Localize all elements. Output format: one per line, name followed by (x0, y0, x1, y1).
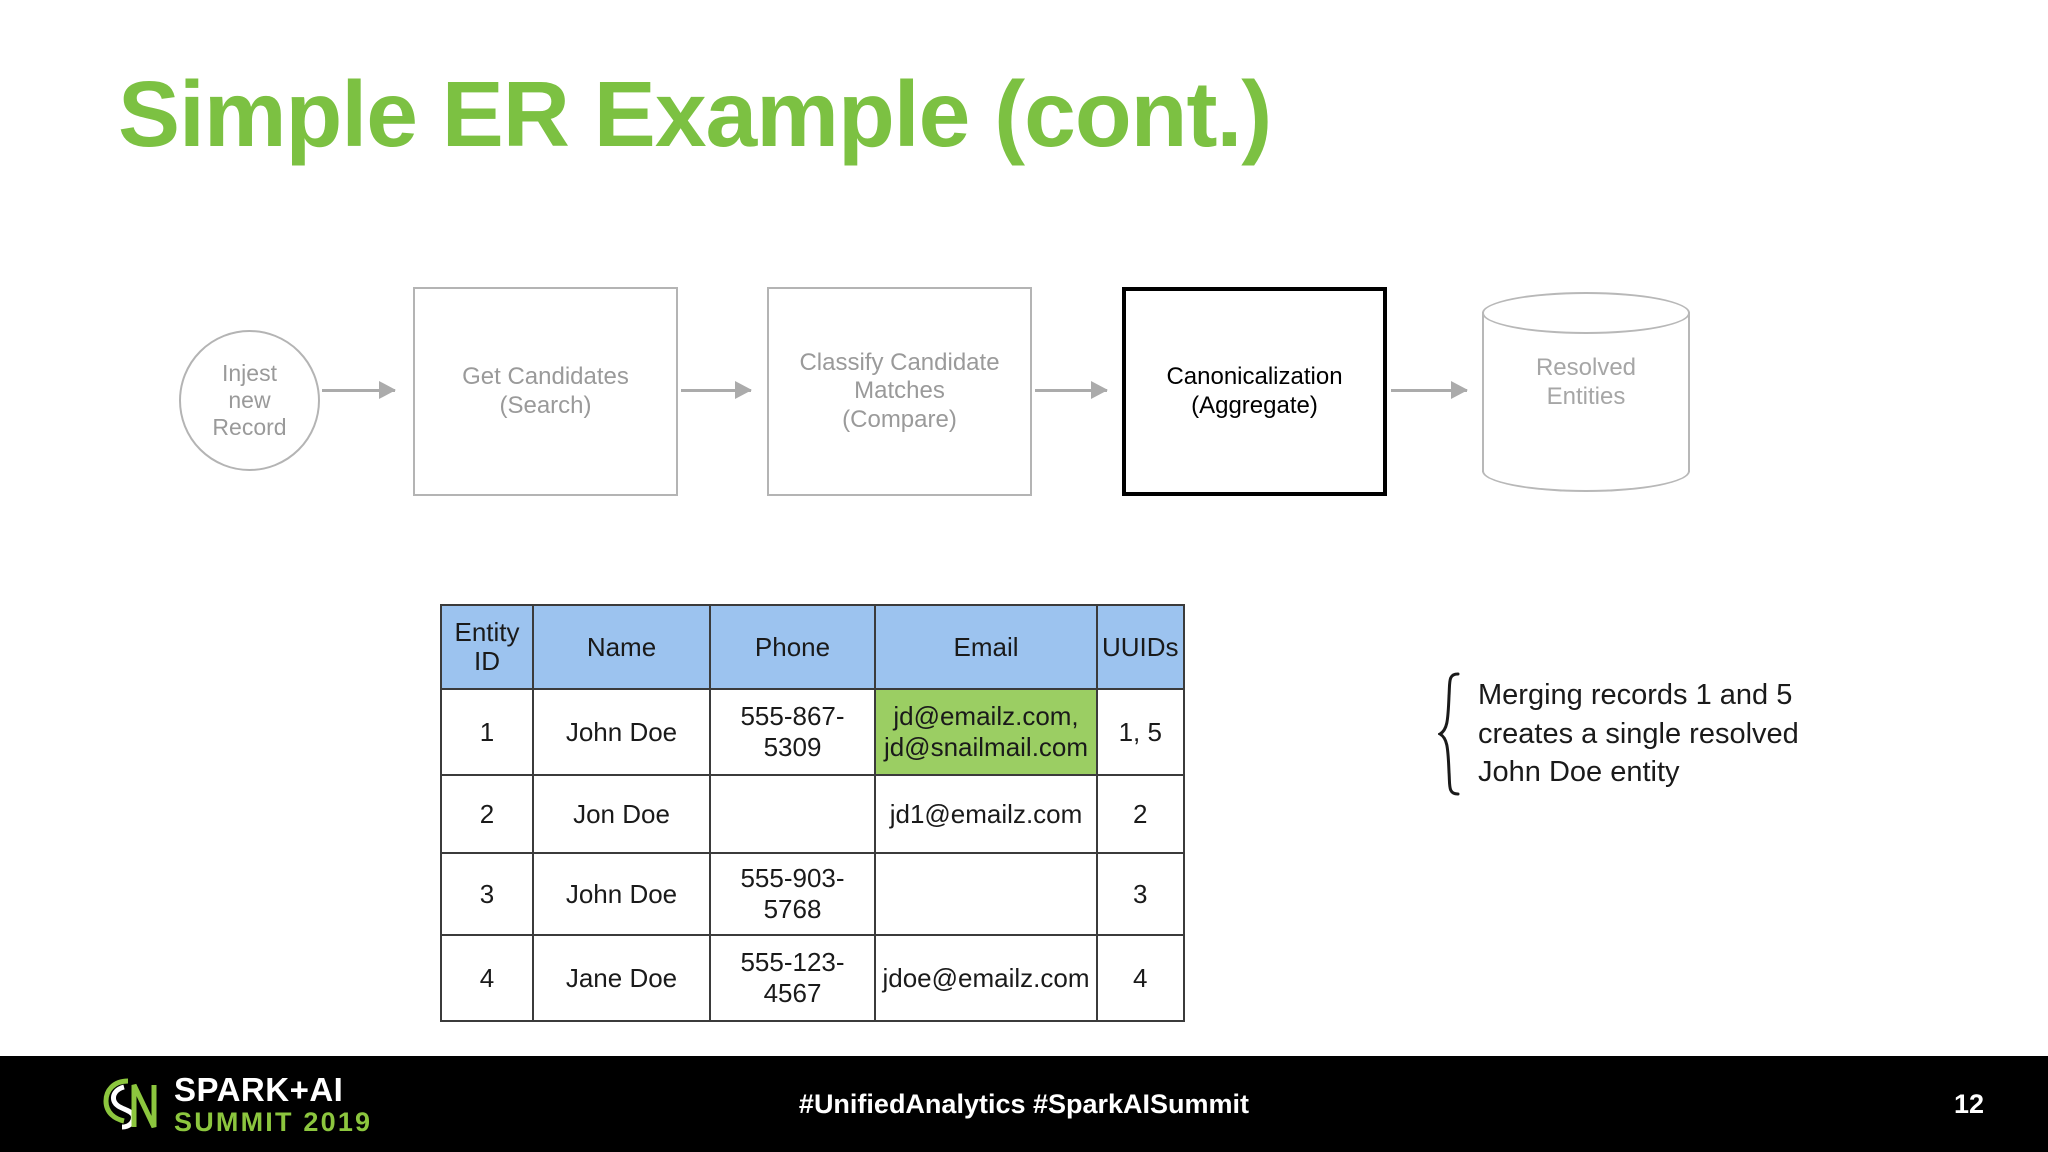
curly-brace-icon (1438, 672, 1460, 796)
column-header-phone: Phone (709, 604, 876, 690)
cell-uuids: 1, 5 (1096, 688, 1185, 776)
column-header-name: Name (532, 604, 711, 690)
flow-arrow-1 (322, 381, 396, 399)
slide-page-number: 12 (1953, 1088, 1984, 1119)
cell-name: Jane Doe (532, 934, 711, 1022)
cell-name: John Doe (532, 688, 711, 776)
annotation-text: Merging records 1 and 5 creates a single… (1478, 679, 1799, 789)
cell-uuids: 2 (1096, 774, 1185, 854)
table-row: 2 Jon Doe jd1@emailz.com 2 (440, 774, 1185, 854)
flow-node-resolved-entities: Resolved Entities (1482, 292, 1690, 492)
footer-hashtags: #UnifiedAnalytics #SparkAISummit (798, 1088, 1250, 1119)
merge-annotation: Merging records 1 and 5 creates a single… (1438, 672, 1799, 796)
table-row: 4 Jane Doe 555-123-4567 jdoe@emailz.com … (440, 934, 1185, 1022)
logo-line-summit-2019: SUMMIT 2019 (174, 1106, 373, 1137)
cell-name: John Doe (532, 852, 711, 936)
column-header-entity-id: Entity ID (440, 604, 534, 690)
cell-name: Jon Doe (532, 774, 711, 854)
spark-summit-mark-icon (103, 1078, 157, 1130)
resolved-entities-table: Entity ID Name Phone Email UUIDs 1 John … (440, 604, 1185, 1022)
cell-phone: 555-123-4567 (709, 934, 876, 1022)
cell-email: jd1@emailz.com (874, 774, 1098, 854)
cell-entity-id: 3 (440, 852, 534, 936)
cell-phone: 555-867-5309 (709, 688, 876, 776)
cell-uuids: 3 (1096, 852, 1185, 936)
page-title: Simple ER Example (cont.) (118, 62, 1272, 166)
cell-entity-id: 1 (440, 688, 534, 776)
logo-line-spark-ai: SPARK+AI (174, 1070, 344, 1108)
flow-arrow-3 (1035, 381, 1108, 399)
cell-email: jdoe@emailz.com (874, 934, 1098, 1022)
database-cylinder-icon (1482, 312, 1690, 472)
er-pipeline-diagram: Injest new Record Get Candidates (Search… (0, 270, 2048, 500)
spark-ai-summit-logo: SPARK+AI SUMMIT 2019 (100, 1072, 372, 1136)
slide-footer: SPARK+AI SUMMIT 2019 #UnifiedAnalytics #… (0, 1056, 2048, 1152)
database-cylinder-top-icon (1482, 292, 1690, 334)
flow-node-classify-candidate-matches: Classify Candidate Matches (Compare) (767, 287, 1032, 496)
cell-entity-id: 4 (440, 934, 534, 1022)
flow-node-canonicalization: Canonicalization (Aggregate) (1122, 287, 1387, 496)
flow-node-label: Injest new Record (212, 359, 287, 441)
table-row: 1 John Doe 555-867-5309 jd@emailz.com, j… (440, 688, 1185, 776)
cell-email: jd@emailz.com, jd@snailmail.com (874, 688, 1098, 776)
column-header-email: Email (874, 604, 1098, 690)
column-header-uuids: UUIDs (1096, 604, 1185, 690)
flow-node-injest-new-record: Injest new Record (179, 330, 320, 471)
cell-phone: 555-903-5768 (709, 852, 876, 936)
table-row: 3 John Doe 555-903-5768 3 (440, 852, 1185, 936)
cell-email (874, 852, 1098, 936)
flow-node-get-candidates: Get Candidates (Search) (413, 287, 678, 496)
flow-arrow-4 (1391, 381, 1468, 399)
logo-wordmark: SPARK+AI SUMMIT 2019 (174, 1073, 372, 1136)
cell-phone (709, 774, 876, 854)
flow-node-label: Resolved Entities (1535, 354, 1637, 410)
table-header-row: Entity ID Name Phone Email UUIDs (440, 604, 1185, 690)
flow-node-label: Get Candidates (Search) (462, 363, 629, 419)
cell-uuids: 4 (1096, 934, 1185, 1022)
cell-entity-id: 2 (440, 774, 534, 854)
flow-arrow-2 (681, 381, 752, 399)
flow-node-label: Canonicalization (Aggregate) (1166, 363, 1343, 419)
flow-node-label: Classify Candidate Matches (Compare) (799, 349, 1000, 433)
